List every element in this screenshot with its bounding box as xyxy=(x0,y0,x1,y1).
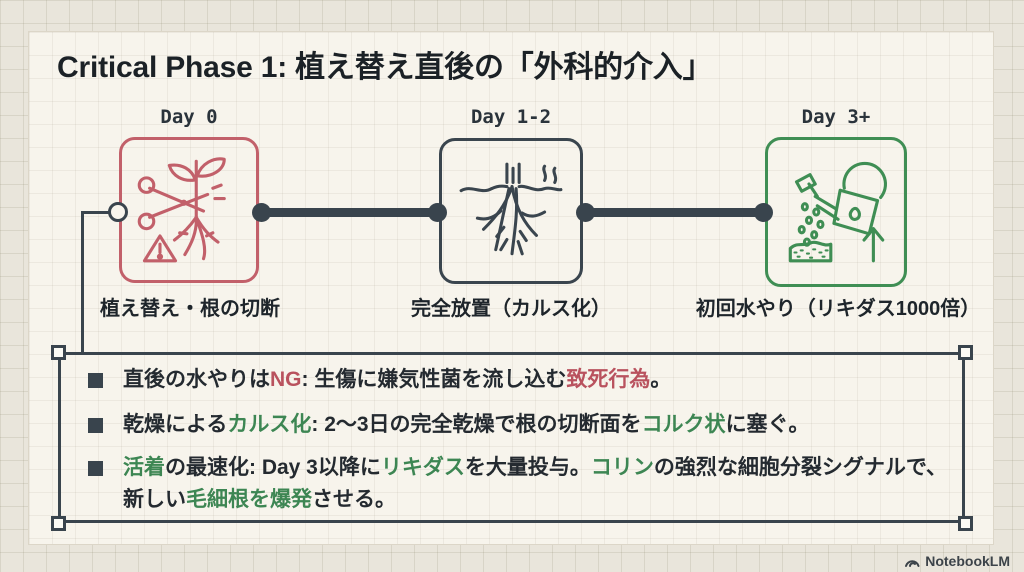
note-bullet-watering-ng: 直後の水やりはNG: 生傷に嫌気性菌を流し込む致死行為。 xyxy=(88,364,958,396)
note-text-highlight-green: 活着 xyxy=(123,456,165,479)
connector-dot xyxy=(428,203,447,222)
note-text-highlight-green: 毛細根を爆発 xyxy=(186,488,312,511)
stage-caption-first-watering: 初回水やり（リキダス1000倍） xyxy=(695,298,981,320)
stage-day-label-0: Day 0 xyxy=(160,106,218,128)
note-text-highlight-green: カルス化 xyxy=(227,413,312,436)
note-text-highlight-red: NG xyxy=(270,368,302,391)
stage-box-callus[interactable] xyxy=(439,138,583,284)
connector-elbow-vertical xyxy=(81,211,84,352)
stage-box-first-watering[interactable] xyxy=(765,137,907,287)
note-bullet-callus-drying: 乾燥によるカルス化: 2〜3日の完全乾燥で根の切断面をコルク状に塞ぐ。 xyxy=(88,409,958,441)
slide-card xyxy=(28,31,994,545)
notebooklm-logo-icon xyxy=(904,555,920,568)
bullet-square-icon xyxy=(88,418,103,433)
timeline-start-node xyxy=(108,202,128,222)
scissors-root-cut-icon xyxy=(137,153,241,267)
connector-dot xyxy=(754,203,773,222)
drying-roots-icon xyxy=(455,159,567,263)
note-text-highlight-green: コルク状 xyxy=(641,413,726,436)
note-text: に塞ぐ。 xyxy=(725,413,810,436)
note-text: の強烈な細胞分裂シグナルで、新しい xyxy=(123,456,948,511)
stage-box-repotting[interactable] xyxy=(119,137,259,283)
note-text: : 生傷に嫌気性菌を流し込む xyxy=(301,368,567,391)
watering-can-icon xyxy=(782,154,890,270)
notes-box-handle-bottom-left[interactable] xyxy=(51,516,66,531)
note-bullet-rooting-acceleration: 活着の最速化: Day 3以降にリキダスを大量投与。コリンの強烈な細胞分裂シグナ… xyxy=(88,452,958,516)
connector-stage1-stage2 xyxy=(259,208,439,217)
note-text-highlight-green: リキダス xyxy=(380,456,465,479)
footer-brand: NotebookLM xyxy=(904,553,1010,569)
note-text: : 2〜3日の完全乾燥で根の切断面を xyxy=(311,413,642,436)
note-text: 乾燥による xyxy=(123,413,228,436)
stage-day-label-1: Day 1-2 xyxy=(470,106,552,128)
note-text: を大量投与。 xyxy=(464,456,591,479)
connector-stage2-stage3 xyxy=(583,208,765,217)
note-text: 直後の水やりは xyxy=(123,368,270,391)
connector-elbow-horizontal xyxy=(82,211,110,214)
bullet-square-icon xyxy=(88,461,103,476)
stage-caption-callus: 完全放置（カルス化） xyxy=(411,298,611,320)
note-text-highlight-red: 致死行為 xyxy=(566,368,651,391)
notes-box-handle-top-right[interactable] xyxy=(958,345,973,360)
note-text-highlight-green: コリン xyxy=(590,456,654,479)
notes-box-handle-top-left[interactable] xyxy=(51,345,66,360)
note-text: させる。 xyxy=(312,488,396,511)
stage-caption-repotting: 植え替え・根の切断 xyxy=(100,298,280,320)
connector-dot xyxy=(252,203,271,222)
note-text: の最速化: Day 3以降に xyxy=(165,456,381,479)
notes-box-handle-bottom-right[interactable] xyxy=(958,516,973,531)
note-text: 。 xyxy=(650,368,672,391)
stage-day-label-2: Day 3+ xyxy=(801,106,871,128)
page-title: Critical Phase 1: 植え替え直後の「外科的介入」 xyxy=(57,51,713,84)
connector-dot xyxy=(576,203,595,222)
footer-brand-label: NotebookLM xyxy=(925,553,1010,569)
notes-box[interactable] xyxy=(58,352,965,523)
bullet-square-icon xyxy=(88,373,103,388)
